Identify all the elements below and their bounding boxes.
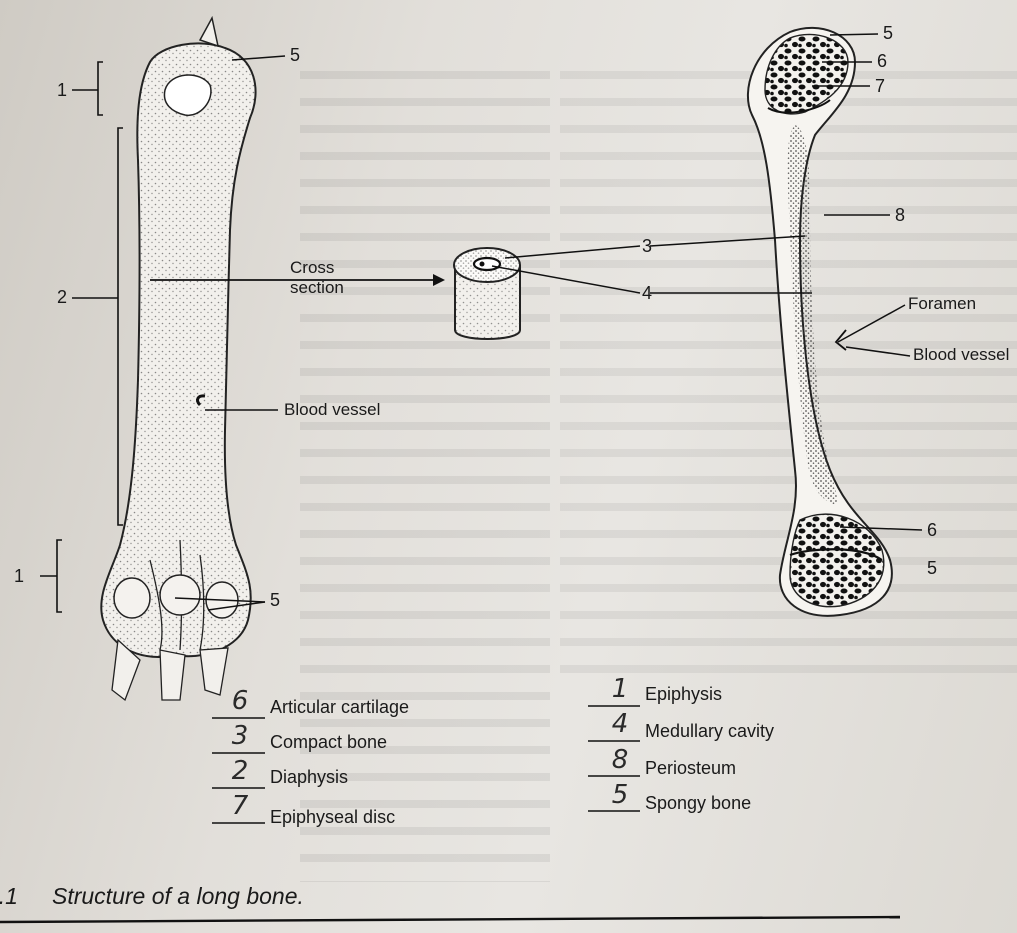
key-term-spongy-bone: Spongy bone xyxy=(645,793,752,813)
leader-blood-vessel-right xyxy=(845,346,911,357)
leader-compact-bone xyxy=(504,245,641,259)
label-periosteum: 8 xyxy=(895,205,906,225)
label-compact-bone: 3 xyxy=(642,236,653,256)
label-blood-vessel-left: Blood vessel xyxy=(284,400,381,419)
label-spongy-top: 5 xyxy=(883,23,894,43)
right-bone-bottom-disc xyxy=(789,548,883,561)
key-answer-epiphysis[interactable]: 1 xyxy=(611,674,629,704)
bracket-top-epiphysis xyxy=(72,61,103,116)
leader-medullary-cavity xyxy=(491,265,641,294)
bracket-bottom-epiphysis xyxy=(40,539,62,613)
left-bone-lower-tail xyxy=(111,638,229,702)
key-term-diaphysis: Diaphysis xyxy=(270,767,349,787)
leader-bottom-cartilage-a xyxy=(174,597,266,603)
right-bone-bottom-spongy xyxy=(789,513,885,608)
leader-top-cartilage xyxy=(231,55,286,61)
bleed-through-text-left xyxy=(300,62,550,882)
leader-compact-right xyxy=(649,235,806,247)
label-cross-section: Cross section xyxy=(290,258,344,297)
left-bone-top-spike xyxy=(198,15,220,48)
label-articular-bottom: 6 xyxy=(927,520,938,540)
key-term-articular-cartilage: Articular cartilage xyxy=(270,697,410,717)
arrowhead-cross-section xyxy=(433,274,445,286)
right-bone-illustration xyxy=(747,26,893,617)
right-blood-vessel xyxy=(834,329,847,351)
leader-spongy-top xyxy=(829,33,879,36)
label-bottom-epiphysis: 1 xyxy=(14,566,25,586)
key-answer-articular-cartilage[interactable]: 6 xyxy=(231,686,249,716)
leader-foramen xyxy=(837,304,906,343)
label-articular-top: 6 xyxy=(877,51,888,71)
right-bone-inner-cavity xyxy=(787,125,838,505)
key-term-medullary-cavity: Medullary cavity xyxy=(645,721,775,741)
right-bone-outline xyxy=(747,26,893,617)
key-answer-medullary-cavity[interactable]: 4 xyxy=(611,709,629,739)
key-answer-compact-bone[interactable]: 3 xyxy=(231,721,249,751)
figure-caption: Structure of a long bone. xyxy=(52,883,304,909)
left-blood-vessel-mark xyxy=(196,394,206,407)
label-foramen: Foramen xyxy=(908,294,977,313)
label-diaphysis: 2 xyxy=(57,287,68,307)
label-medullary-cavity: 4 xyxy=(642,283,653,303)
figure-number: 6.1 xyxy=(0,883,18,909)
key-term-epiphysis: Epiphysis xyxy=(645,684,723,704)
label-top-epiphysis: 1 xyxy=(57,80,68,100)
label-disc-top: 7 xyxy=(875,76,886,96)
label-bottom-cartilage: 5 xyxy=(270,590,281,610)
label-top-cartilage: 5 xyxy=(290,45,301,65)
left-bone-head-cavity xyxy=(163,74,212,116)
cross-section-illustration xyxy=(453,247,521,340)
key-answer-epiphyseal-disc[interactable]: 7 xyxy=(231,791,249,821)
key-term-epiphyseal-disc: Epiphyseal disc xyxy=(270,807,396,827)
label-spongy-bottom: 5 xyxy=(927,558,938,578)
key-term-compact-bone: Compact bone xyxy=(270,732,388,752)
key-underlines xyxy=(212,705,640,824)
leader-bottom-cartilage-b xyxy=(207,601,266,611)
key-term-periosteum: Periosteum xyxy=(645,758,737,778)
left-bone-texture xyxy=(101,43,256,657)
right-bone-shaft-wall-left xyxy=(774,239,796,471)
key-answer-diaphysis[interactable]: 2 xyxy=(231,756,249,786)
leader-articular-bottom xyxy=(839,526,923,531)
left-bone-illustration xyxy=(100,15,257,702)
bracket-diaphysis xyxy=(72,127,123,526)
caption-rule xyxy=(0,915,901,924)
key-answer-periosteum[interactable]: 8 xyxy=(611,745,629,775)
key-answer-spongy-bone[interactable]: 5 xyxy=(611,780,629,810)
label-blood-vessel-right: Blood vessel xyxy=(913,345,1010,364)
right-bone-top-disc xyxy=(767,99,831,114)
